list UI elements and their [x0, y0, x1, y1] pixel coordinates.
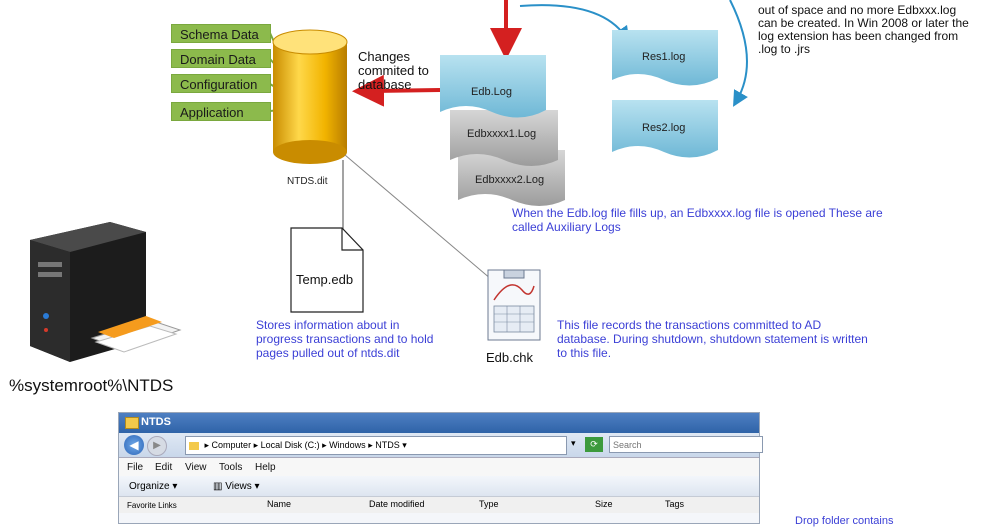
- views-label: Views: [225, 481, 252, 492]
- explorer-window: NTDS ◀ ▶ ▸ Computer ▸ Local Disk (C:) ▸ …: [118, 412, 763, 524]
- forward-button[interactable]: ▶: [147, 436, 167, 456]
- top-note: out of space and no more Edbxxx.log can …: [758, 3, 969, 56]
- menu-file[interactable]: File: [127, 462, 144, 473]
- breadcrumb-separator-icon: ▸: [322, 440, 330, 450]
- address-folder-icon: [189, 441, 199, 450]
- menu-tools[interactable]: Tools: [219, 462, 243, 473]
- folder-icon: [125, 417, 139, 429]
- db-to-chk-line: [344, 154, 499, 286]
- column-size[interactable]: Size: [595, 499, 613, 509]
- checkpoint-file-icon: [487, 269, 541, 341]
- menu-edit[interactable]: Edit: [155, 462, 173, 473]
- window-titlebar: NTDS: [119, 413, 759, 433]
- organize-button[interactable]: Organize ▾: [129, 481, 178, 492]
- temp-document-icon: [290, 227, 364, 313]
- column-header-row: Favorite Links Name Date modified Type S…: [119, 497, 759, 513]
- column-date-modified[interactable]: Date modified: [369, 499, 425, 509]
- back-button[interactable]: ◀: [124, 435, 144, 455]
- category-domain: Domain Data: [171, 49, 271, 68]
- database-label: NTDS.dit: [287, 176, 328, 187]
- edb-log-label: Edb.Log: [471, 86, 512, 98]
- aux1-log-shape: [450, 110, 558, 166]
- breadcrumb-computer[interactable]: Computer: [211, 440, 252, 450]
- menu-help[interactable]: Help: [255, 462, 276, 473]
- menu-bar: File Edit View Tools Help: [119, 458, 759, 476]
- temp-label: Temp.edb: [296, 272, 354, 287]
- changes-label: Changes commited to database: [358, 49, 429, 92]
- chk-note: This file records the transactions commi…: [557, 318, 868, 360]
- window-title: NTDS: [141, 416, 171, 428]
- res1-log-label: Res1.log: [642, 51, 686, 63]
- server-tower-icon: [30, 222, 182, 362]
- views-button[interactable]: ▥ Views ▾: [213, 481, 260, 492]
- menu-view[interactable]: View: [185, 462, 207, 473]
- search-input[interactable]: [609, 436, 763, 453]
- column-type[interactable]: Type: [479, 499, 499, 509]
- aux-logs-note: When the Edb.log file fills up, an Edbxx…: [512, 206, 883, 234]
- address-bar-area: ◀ ▶ ▸ Computer ▸ Local Disk (C:) ▸ Windo…: [119, 433, 763, 458]
- res2-arrow: [729, 0, 748, 107]
- chk-label: Edb.chk: [486, 350, 533, 365]
- breadcrumb-ntds[interactable]: NTDS: [375, 440, 400, 450]
- breadcrumb-separator-icon: ▸: [368, 440, 376, 450]
- res2-log-label: Res2.log: [642, 122, 686, 134]
- address-dropdown-icon[interactable]: ▾: [571, 438, 576, 448]
- column-name[interactable]: Name: [267, 499, 292, 509]
- breadcrumb-local-disk[interactable]: Local Disk (C:): [260, 440, 320, 450]
- drop-folder-note: Drop folder contains: [795, 515, 894, 527]
- breadcrumb-dropdown-icon[interactable]: ▾: [402, 440, 407, 450]
- breadcrumb-separator-icon: ▸: [253, 440, 261, 450]
- res1-arrow: [519, 4, 630, 43]
- aux2-log-label: Edbxxxx2.Log: [475, 174, 545, 186]
- temp-note: Stores information about in progress tra…: [256, 318, 434, 360]
- path-label: %systemroot%\NTDS: [9, 376, 174, 395]
- nav-pane-label: Favorite Links: [127, 501, 177, 510]
- toolbar: Organize ▾ ▥ Views ▾: [119, 476, 759, 497]
- refresh-icon[interactable]: ⟳: [585, 437, 603, 452]
- organize-label: Organize: [129, 481, 170, 492]
- address-bar[interactable]: ▸ Computer ▸ Local Disk (C:) ▸ Windows ▸…: [185, 436, 567, 455]
- column-tags[interactable]: Tags: [665, 499, 685, 509]
- category-schema: Schema Data: [171, 24, 271, 43]
- category-application: Application: [171, 102, 271, 121]
- res2-log-shape: [612, 100, 718, 158]
- category-configuration: Configuration: [171, 74, 271, 93]
- breadcrumb-separator-icon: ▸: [204, 440, 212, 450]
- edb-log-shape: [440, 55, 546, 118]
- aux1-log-label: Edbxxxx1.Log: [467, 128, 537, 140]
- commit-arrow: [352, 74, 441, 107]
- views-icon: ▥: [213, 481, 226, 492]
- breadcrumb-windows[interactable]: Windows: [329, 440, 366, 450]
- database-cylinder-icon: [272, 29, 348, 164]
- res1-log-shape: [612, 30, 718, 86]
